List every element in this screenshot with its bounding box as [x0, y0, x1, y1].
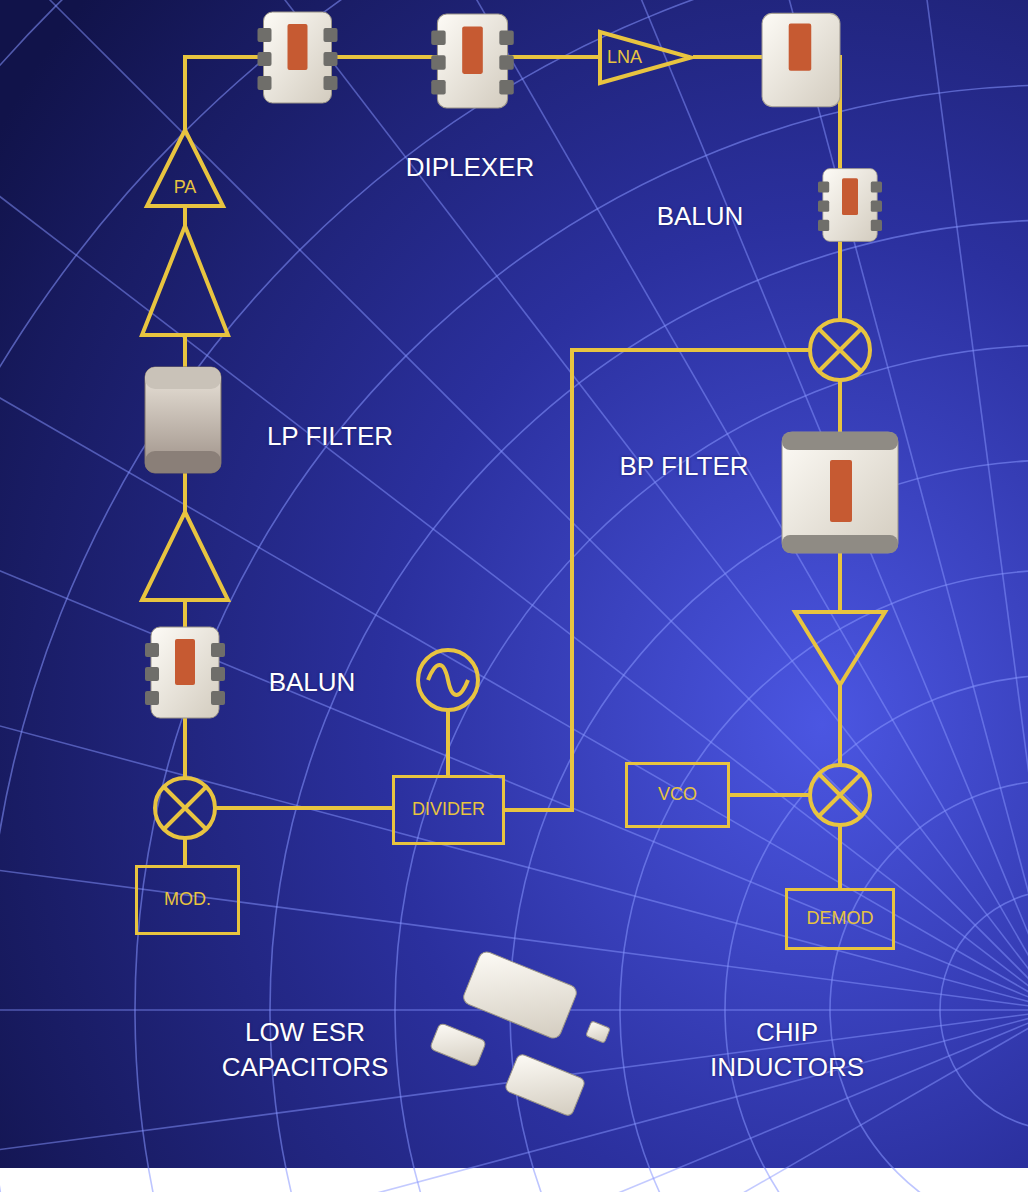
wire — [730, 793, 810, 797]
grid-arc — [395, 345, 1028, 1192]
chip-body — [504, 1053, 586, 1117]
process-box: DEMOD — [785, 888, 895, 950]
grid-ray — [0, 10, 1028, 1010]
balun-chip — [145, 627, 225, 718]
grid-arc — [830, 780, 1028, 1192]
lp-filter-chip — [145, 367, 221, 473]
grid-arc — [135, 85, 1028, 1192]
mixer-symbol — [155, 778, 215, 838]
oscillator-symbol — [418, 650, 478, 710]
wire — [505, 350, 810, 810]
node-label: PA — [174, 177, 197, 199]
grid-ray — [0, 0, 1028, 1010]
mixer-cross — [819, 774, 861, 816]
grid-ray — [0, 0, 1028, 1010]
balun-chip — [818, 169, 882, 242]
grid-ray — [0, 1010, 1028, 1192]
grid-arc — [270, 220, 1028, 1192]
symbols — [142, 226, 885, 838]
part-label: DIPLEXER — [406, 150, 535, 185]
mixer-symbol — [810, 320, 870, 380]
amplifier-symbol — [142, 226, 228, 335]
node-label: DIVIDER — [412, 799, 485, 821]
chip-body — [430, 1023, 487, 1068]
grid-ray — [0, 245, 1028, 1010]
inductor-chip — [504, 1053, 586, 1117]
grid-arc — [510, 460, 1028, 1192]
amplifier-triangle: PA — [145, 128, 225, 208]
mixer-cross — [819, 329, 861, 371]
grid-ray — [0, 1010, 1028, 1192]
capacitor-chip — [430, 1023, 487, 1068]
diplexer-chip — [431, 14, 514, 108]
part-label: CHIP INDUCTORS — [687, 1015, 887, 1085]
mixer-symbol — [810, 765, 870, 825]
mixer-cross — [164, 787, 206, 829]
part-label: LOW ESR CAPACITORS — [198, 1015, 413, 1085]
part-label: LP FILTER — [267, 419, 393, 454]
part-label: BP FILTER — [619, 449, 748, 484]
wire — [183, 838, 187, 865]
amplifier-triangle: LNA — [598, 30, 693, 85]
grid-ray — [542, 0, 1028, 1010]
amplifier-symbol — [142, 512, 228, 600]
triangle-outline — [600, 32, 691, 83]
background — [0, 0, 1028, 1168]
process-box: DIVIDER — [392, 775, 505, 845]
sine-wave — [428, 665, 468, 695]
grid-ray — [60, 0, 1028, 1010]
node-label: MOD. — [164, 889, 211, 911]
wire — [185, 57, 598, 130]
wire — [215, 806, 392, 810]
bp-filter-chip — [782, 432, 898, 553]
process-box: MOD. — [135, 865, 240, 935]
inductor-chip — [586, 1021, 611, 1043]
wires — [185, 57, 840, 888]
amplifier-symbol — [795, 612, 885, 685]
grid-ray — [0, 0, 1028, 1010]
node-label: VCO — [658, 784, 697, 806]
grid-ray — [0, 1010, 1028, 1192]
node-label: DEMOD — [807, 908, 874, 930]
capacitor-chip — [461, 950, 578, 1041]
triangle-outline — [147, 130, 223, 206]
node-label: LNA — [607, 47, 642, 69]
grid-ray — [295, 0, 1028, 1010]
chip-body — [586, 1021, 611, 1043]
part-label: BALUN — [657, 199, 744, 234]
diplexer-chip — [258, 12, 338, 103]
grid-ray — [0, 1010, 1028, 1192]
wire — [838, 685, 842, 765]
part-label: BALUN — [269, 665, 356, 700]
balun-chip — [762, 13, 840, 106]
wire — [446, 710, 450, 775]
process-box: VCO — [625, 762, 730, 828]
chip-body — [461, 950, 578, 1041]
wire — [838, 825, 842, 888]
components — [145, 12, 898, 1117]
